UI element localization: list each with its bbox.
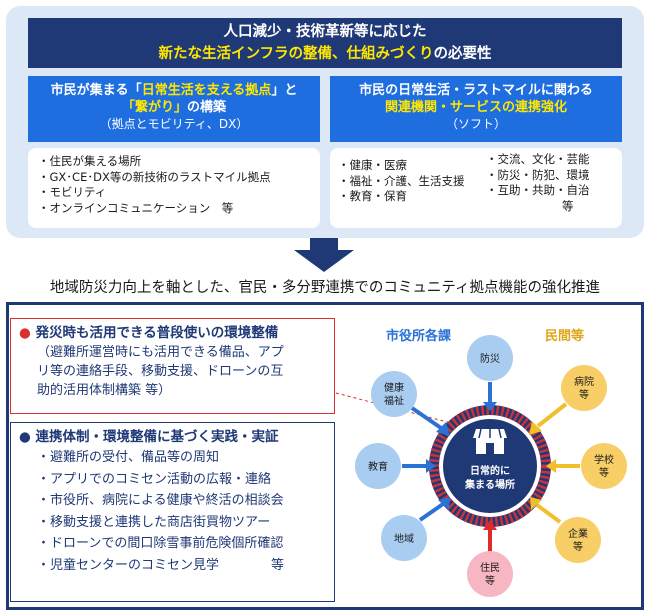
list-item: ・GX･CE･DX等の新技術のラストマイル拠点: [38, 169, 271, 184]
arrow-byouin: [536, 402, 568, 428]
left-box-line1: 市民が集まる「日常生活を支える拠点」と: [28, 82, 320, 99]
node-byouin-label-2: 等: [579, 388, 589, 401]
banner-line2-rest: の必要性: [433, 46, 492, 62]
arrow-head-icon: [436, 422, 450, 436]
arrow-kigyou: [535, 503, 562, 524]
practice-box: ● 連携体制・環境整備に基づく実践・実証 ・避難所の受付、備品等の周知 ・アプリ…: [10, 422, 335, 602]
node-kigyou-label-2: 等: [573, 540, 583, 553]
list-item: ・ドローンでの間口除雪事前危険個所確認: [37, 536, 284, 551]
arrow-head-icon: [483, 520, 497, 530]
center-label-line1: 日常的に: [470, 464, 510, 477]
list-item: ・避難所の受付、備品等の周知: [37, 450, 220, 465]
left-box-line2-b: の構築: [187, 100, 227, 115]
left-box-line2-highlight: 「繋がり」: [121, 100, 187, 115]
disaster-ready-line: リ等の連絡手段、移動支援、ドローンの互: [37, 364, 284, 379]
list-item: ・市役所、病院による健康や終活の相談会: [37, 493, 284, 508]
list-item: ・アプリでのコミセン活動の広報・連絡: [37, 471, 272, 487]
list-item: ・教育・保育: [338, 189, 407, 203]
list-item: ・交流、文化・芸能: [486, 152, 590, 166]
center-label-line2: 集まる場所: [464, 478, 515, 491]
right-box-line2-highlight: 関連機関・サービスの連携強化: [384, 100, 567, 115]
node-byouin-label-1: 病院: [574, 375, 594, 388]
list-item: ・互助・共助・自治: [486, 183, 590, 197]
node-jumin-label-2: 等: [485, 574, 495, 587]
disaster-ready-line: （避難所運営時にも活用できる備品、アプ: [37, 345, 284, 360]
bullet-dot-icon: ●: [19, 429, 31, 445]
base-and-connection-box: 市民が集まる「日常生活を支える拠点」と 「繋がり」の構築 （拠点とモビリティ、D…: [28, 76, 320, 142]
center-hub: [443, 419, 537, 513]
right-box-line3: （ソフト）: [445, 117, 506, 131]
private-sector-label: 民間等: [545, 328, 584, 344]
banner-line2-highlight: 新たな生活インフラの整備、仕組みづくり: [158, 46, 434, 62]
node-kenkou-label-1: 健康: [384, 381, 404, 394]
left-box-line2: 「繋がり」の構築: [28, 99, 320, 116]
node-chiiki: [381, 515, 427, 561]
headline: 地域防災力向上を軸とした、官民・多分野連携でのコミュニティ拠点機能の強化推進: [49, 280, 601, 296]
node-kenkou: [371, 371, 417, 417]
node-kenkou-label-2: 福祉: [384, 394, 404, 407]
arrow-head-icon: [426, 459, 436, 473]
list-item: ・オンラインコミュニケーション 等: [38, 200, 234, 215]
left-box-line1-a: 市民が集まる「: [50, 83, 142, 98]
node-kigyou: [555, 517, 601, 563]
necessity-banner: 人口減少・技術革新等に応じた 新たな生活インフラの整備、仕組みづくりの必要性: [28, 18, 622, 68]
arrow-head-icon: [483, 402, 497, 411]
practice-title-text: 連携体制・環境整備に基づく実践・実証: [35, 429, 279, 445]
left-box-line1-b: 」と: [271, 83, 298, 98]
city-departments-label: 市役所各課: [386, 328, 452, 344]
banner-line2: 新たな生活インフラの整備、仕組みづくりの必要性: [28, 43, 622, 65]
node-jumin: [467, 551, 513, 597]
node-gakkou-label-2: 等: [599, 466, 609, 479]
node-chiiki-label: 地域: [394, 532, 414, 545]
service-list-col2: ・交流、文化・芸能 ・防災・防犯、環境 ・互助・共助・自治 等: [486, 152, 590, 214]
node-gakkou-label-1: 学校: [594, 453, 614, 466]
node-jumin-label-1: 住民: [480, 561, 500, 574]
arrow-kenkou: [410, 406, 443, 430]
list-item: ・防災・防犯、環境: [486, 167, 590, 182]
arrow-head-icon: [546, 459, 556, 473]
list-item: ・福祉・介護、生活支援: [338, 173, 465, 188]
list-item: ・モビリティ: [38, 185, 107, 199]
disaster-ready-line: 助的活用体制構築 等）: [37, 383, 172, 398]
list-item: ・住民が集える場所: [38, 154, 142, 168]
service-list-col1: ・健康・医療 ・福祉・介護、生活支援 ・教育・保育: [338, 158, 465, 205]
practice-title: ● 連携体制・環境整備に基づく実践・実証: [19, 427, 326, 447]
node-gakkou: [581, 443, 627, 489]
bullet-dot-icon: ●: [19, 325, 31, 341]
node-kyouiku: [355, 443, 401, 489]
list-item: ・児童センターのコミセン見学 等: [37, 557, 285, 573]
node-byouin: [561, 365, 607, 411]
disaster-ready-title-text: 発災時も活用できる普段使いの環境整備: [35, 325, 279, 341]
collaboration-diagram: 市役所各課 民間等 日常的に 集まる場所: [340, 312, 640, 606]
shop-icon: [473, 428, 507, 454]
node-bousai-label: 防災: [480, 352, 500, 365]
disaster-ready-box: ● 発災時も活用できる普段使いの環境整備 （避難所運営時にも活用できる備品、アプ…: [10, 318, 335, 414]
service-examples-list: ・健康・医療 ・福祉・介護、生活支援 ・教育・保育 ・交流、文化・芸能 ・防災・…: [330, 148, 622, 228]
list-item: ・移動支援と連携した商店街買物ツアー: [37, 514, 271, 530]
node-bousai: [467, 335, 513, 381]
node-kyouiku-label: 教育: [368, 460, 388, 473]
banner-line1: 人口減少・技術革新等に応じた: [223, 24, 427, 40]
left-box-line3: （拠点とモビリティ、DX）: [99, 117, 249, 131]
list-item: 等: [562, 198, 574, 213]
arrow-head-icon: [529, 421, 542, 435]
list-item: ・健康・医療: [338, 158, 407, 172]
arrow-head-icon: [438, 497, 450, 510]
bottom-frame: [6, 302, 644, 610]
node-kigyou-label-1: 企業: [568, 527, 588, 540]
arrow-chiiki: [418, 502, 445, 522]
service-collaboration-box: 市民の日常生活・ラストマイルに関わる 関連機関・サービスの連携強化 （ソフト）: [330, 76, 622, 142]
down-arrow-icon: [290, 238, 358, 272]
arrow-head-icon: [530, 497, 542, 510]
left-box-line1-highlight: 日常生活を支える拠点: [141, 83, 272, 98]
disaster-ready-title: ● 発災時も活用できる普段使いの環境整備: [19, 323, 326, 343]
right-box-line1: 市民の日常生活・ラストマイルに関わる: [359, 83, 593, 98]
base-examples-list: ・住民が集える場所 ・GX･CE･DX等の新技術のラストマイル拠点 ・モビリティ…: [28, 148, 320, 228]
